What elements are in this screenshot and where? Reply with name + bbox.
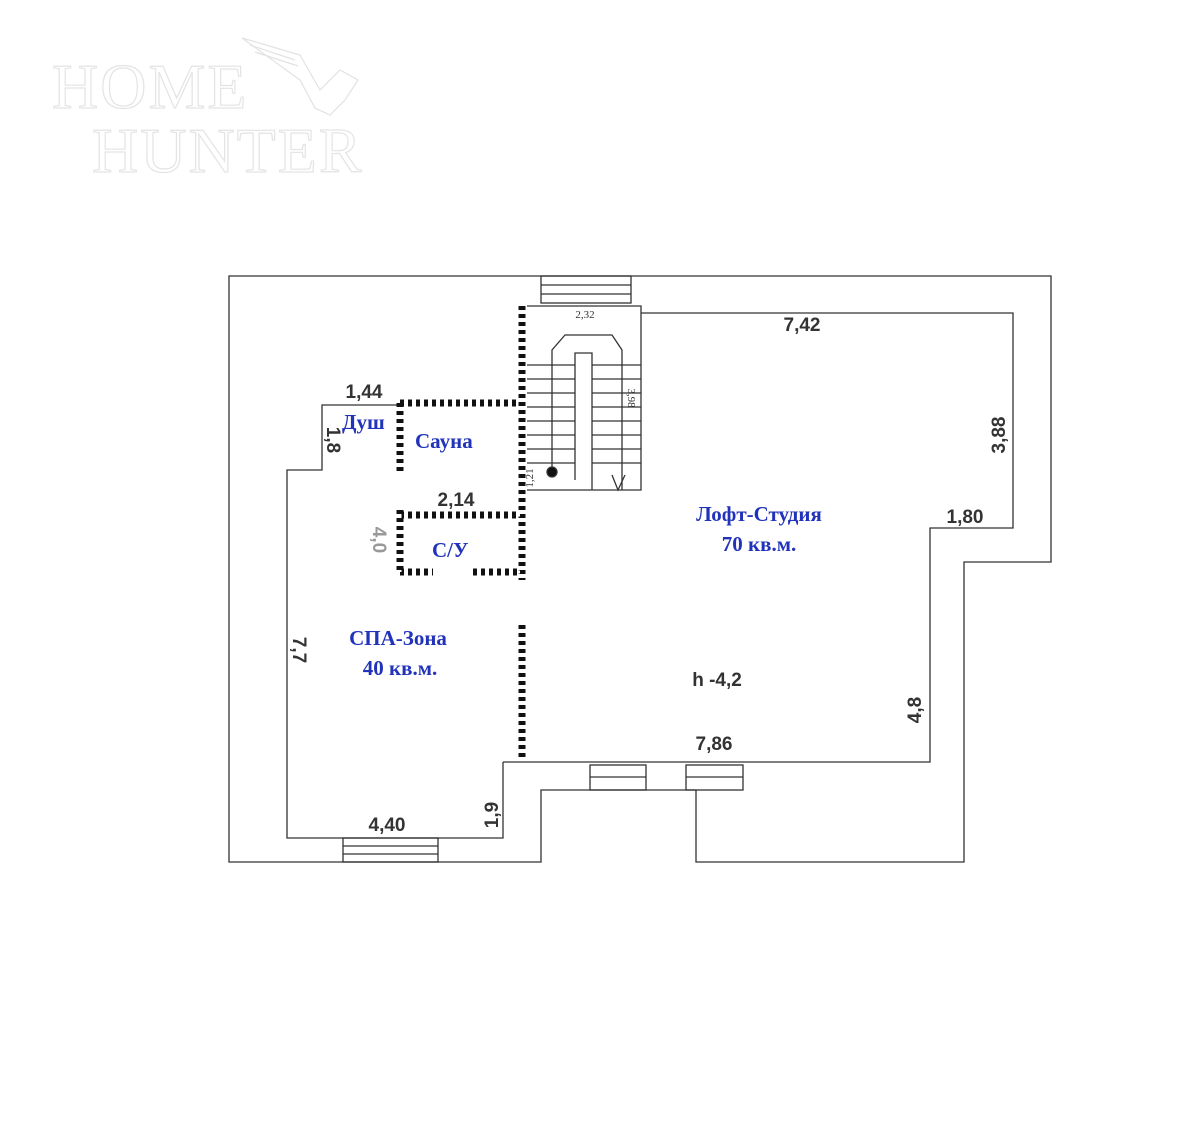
dim-spa-step: 1,9 (482, 802, 503, 828)
room-shower: Душ (342, 410, 385, 434)
dim-stair-length: 3,98 (625, 388, 637, 408)
eagle-icon (241, 37, 359, 116)
dim-shower-height: 1,8 (322, 427, 343, 453)
dim-loft-lower-right: 4,8 (905, 697, 926, 723)
dim-loft-right: 3,88 (989, 417, 1010, 454)
room-loft-area: 70 кв.м. (722, 532, 797, 556)
staircase (527, 305, 642, 492)
dim-wc-height: 4,0 (368, 527, 389, 553)
dim-loft-bottom: 7,86 (696, 734, 733, 755)
room-spa-area: 40 кв.м. (363, 656, 438, 680)
bearing-walls (396, 306, 526, 760)
dim-shower-width: 1,44 (346, 382, 383, 403)
room-loft-name: Лофт-Студия (696, 502, 822, 526)
ceiling-height: h -4,2 (692, 670, 742, 691)
svg-text:HOME: HOME (52, 51, 248, 122)
outer-wall (228, 275, 1052, 863)
room-spa-name: СПА-Зона (349, 626, 447, 650)
dim-wc-width: 2,14 (438, 490, 475, 511)
dim-loft-top: 7,42 (784, 315, 821, 336)
dim-spa-left: 7,7 (288, 637, 309, 663)
entrance-steps (342, 275, 744, 863)
dim-stair-width: 2,32 (575, 309, 594, 321)
inner-wall (286, 312, 1014, 839)
dim-loft-step: 1,80 (947, 507, 984, 528)
room-sauna: Сауна (415, 429, 473, 453)
dim-spa-bottom: 4,40 (369, 815, 406, 836)
dim-stair-small: 1,21 (524, 468, 536, 487)
watermark-logo: HOME HUNTER (51, 37, 364, 187)
room-wc: С/У (432, 538, 468, 562)
svg-text:HUNTER: HUNTER (92, 115, 364, 186)
